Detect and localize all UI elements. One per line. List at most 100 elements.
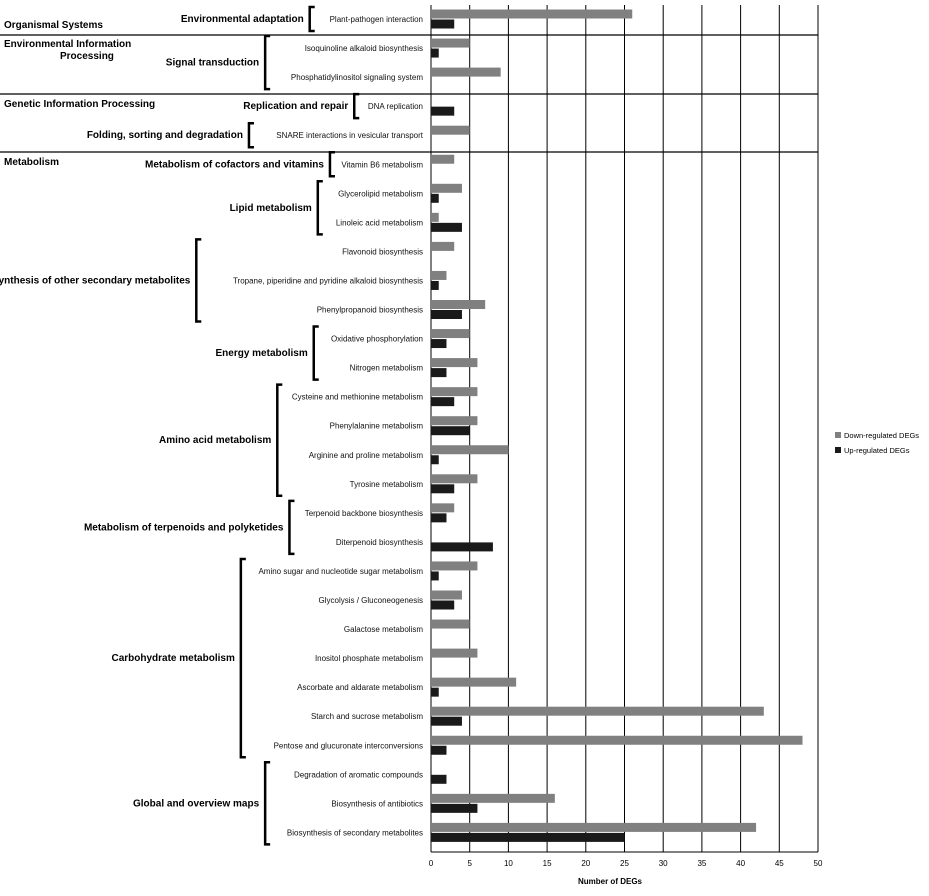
bar-up-regulated xyxy=(431,513,447,523)
subcategory-label: Replication and repair xyxy=(243,101,348,112)
bar-up-regulated xyxy=(431,803,478,813)
legend-swatch-down xyxy=(835,432,841,438)
bar-down-regulated xyxy=(431,9,633,19)
subcategory-label: Amino acid metabolism xyxy=(159,435,271,446)
row-label: Phosphatidylinositol signaling system xyxy=(291,73,423,82)
bar-down-regulated xyxy=(431,561,478,571)
bar-up-regulated xyxy=(431,280,439,290)
x-tick-label: 30 xyxy=(659,859,668,868)
bar-down-regulated xyxy=(431,445,509,455)
bar-up-regulated xyxy=(431,222,462,232)
bar-down-regulated xyxy=(431,648,478,658)
subcategory-bracket xyxy=(239,557,246,759)
subcategory-bracket xyxy=(247,121,254,149)
row-label: Arginine and proline metabolism xyxy=(309,451,424,460)
bar-up-regulated xyxy=(431,397,455,407)
row-label: Galactose metabolism xyxy=(344,625,423,634)
category-label: Metabolism xyxy=(4,157,59,168)
bar-down-regulated xyxy=(431,735,803,745)
row-label: Starch and sucrose metabolism xyxy=(311,712,423,721)
bar-up-regulated xyxy=(431,339,447,349)
x-tick-label: 50 xyxy=(814,859,823,868)
x-tick-label: 35 xyxy=(697,859,706,868)
x-tick-label: 40 xyxy=(736,859,745,868)
bar-down-regulated xyxy=(431,793,555,803)
row-label: DNA replication xyxy=(368,102,423,111)
subcategory-label: Signal transduction xyxy=(166,58,259,69)
row-label: Linoleic acid metabolism xyxy=(336,218,423,227)
bar-down-regulated xyxy=(431,416,478,426)
row-label: Inositol phosphate metabolism xyxy=(315,654,423,663)
subcategory-label: Energy metabolism xyxy=(215,348,307,359)
subcategory-label: Biosynthesis of other secondary metaboli… xyxy=(0,275,191,286)
row-label: Biosynthesis of antibiotics xyxy=(331,799,423,808)
row-label: Glycolysis / Gluconeogenesis xyxy=(319,596,424,605)
bar-up-regulated xyxy=(431,48,439,58)
x-axis-label: Number of DEGs xyxy=(578,877,643,886)
bar-up-regulated xyxy=(431,455,439,465)
row-label: Phenylalanine metabolism xyxy=(330,422,424,431)
bar-down-regulated xyxy=(431,822,757,832)
bar-up-regulated xyxy=(431,368,447,378)
subcategory-bracket xyxy=(316,180,323,236)
subcategory-bracket xyxy=(276,383,283,498)
category-label: Organismal Systems xyxy=(4,20,103,31)
bar-down-regulated xyxy=(431,387,478,397)
row-label: Oxidative phosphorylation xyxy=(331,335,423,344)
row-label: Ascorbate and aldarate metabolism xyxy=(297,683,423,692)
bar-up-regulated xyxy=(431,687,439,697)
bar-down-regulated xyxy=(431,329,470,339)
bar-down-regulated xyxy=(431,270,447,280)
row-label: Glycerolipid metabolism xyxy=(338,189,423,198)
bar-down-regulated xyxy=(431,590,462,600)
subcategory-label: Folding, sorting and degradation xyxy=(87,130,243,141)
bar-up-regulated xyxy=(431,426,470,436)
row-label: Nitrogen metabolism xyxy=(350,364,424,373)
row-label: Terpenoid backbone biosynthesis xyxy=(305,509,423,518)
bar-up-regulated xyxy=(431,571,439,581)
bar-down-regulated xyxy=(431,212,439,222)
row-label: Plant-pathogen interaction xyxy=(330,15,423,24)
row-label: Biosynthesis of secondary metabolites xyxy=(287,828,423,837)
bar-up-regulated xyxy=(431,600,455,610)
legend-label-down: Down-regulated DEGs xyxy=(844,431,919,440)
subcategory-bracket xyxy=(328,151,335,178)
subcategory-bracket xyxy=(263,761,271,846)
x-tick-label: 0 xyxy=(429,859,434,868)
subcategory-label: Global and overview maps xyxy=(133,798,260,809)
bar-down-regulated xyxy=(431,183,462,193)
bar-down-regulated xyxy=(431,241,455,251)
subcategory-label: Metabolism of terpenoids and polyketides xyxy=(84,522,284,533)
bar-up-regulated xyxy=(431,832,625,842)
bar-up-regulated xyxy=(431,542,493,552)
bar-down-regulated xyxy=(431,474,478,484)
legend-label-up: Up-regulated DEGs xyxy=(844,446,910,455)
bar-down-regulated xyxy=(431,67,501,77)
subcategory-bracket xyxy=(288,499,295,556)
subcategory-label: Carbohydrate metabolism xyxy=(111,653,234,664)
row-label: SNARE interactions in vesicular transpor… xyxy=(276,131,424,140)
bar-down-regulated xyxy=(431,619,470,629)
subcategory-label: Metabolism of cofactors and vitamins xyxy=(145,159,324,170)
bar-down-regulated xyxy=(431,358,478,368)
row-label: Pentose and glucuronate interconversions xyxy=(274,741,423,750)
bar-up-regulated xyxy=(431,484,455,494)
subcategory-label: Lipid metabolism xyxy=(230,203,312,214)
row-label: Phenylpropanoid biosynthesis xyxy=(317,306,423,315)
bar-down-regulated xyxy=(431,38,470,48)
bar-up-regulated xyxy=(431,19,455,29)
legend-swatch-up xyxy=(835,447,841,453)
row-label: Degradation of aromatic compounds xyxy=(294,770,423,779)
bar-up-regulated xyxy=(431,310,462,319)
bar-down-regulated xyxy=(431,154,455,164)
subcategory-bracket xyxy=(195,238,202,323)
category-label: Environmental Information xyxy=(4,39,131,50)
x-tick-label: 5 xyxy=(467,859,472,868)
row-label: Isoquinoline alkaloid biosynthesis xyxy=(305,44,423,53)
x-tick-label: 25 xyxy=(620,859,629,868)
subcategory-label: Environmental adaptation xyxy=(181,14,304,25)
row-label: Diterpenoid biosynthesis xyxy=(336,538,423,547)
row-label: Flavonoid biosynthesis xyxy=(342,247,423,256)
x-tick-label: 10 xyxy=(504,859,513,868)
